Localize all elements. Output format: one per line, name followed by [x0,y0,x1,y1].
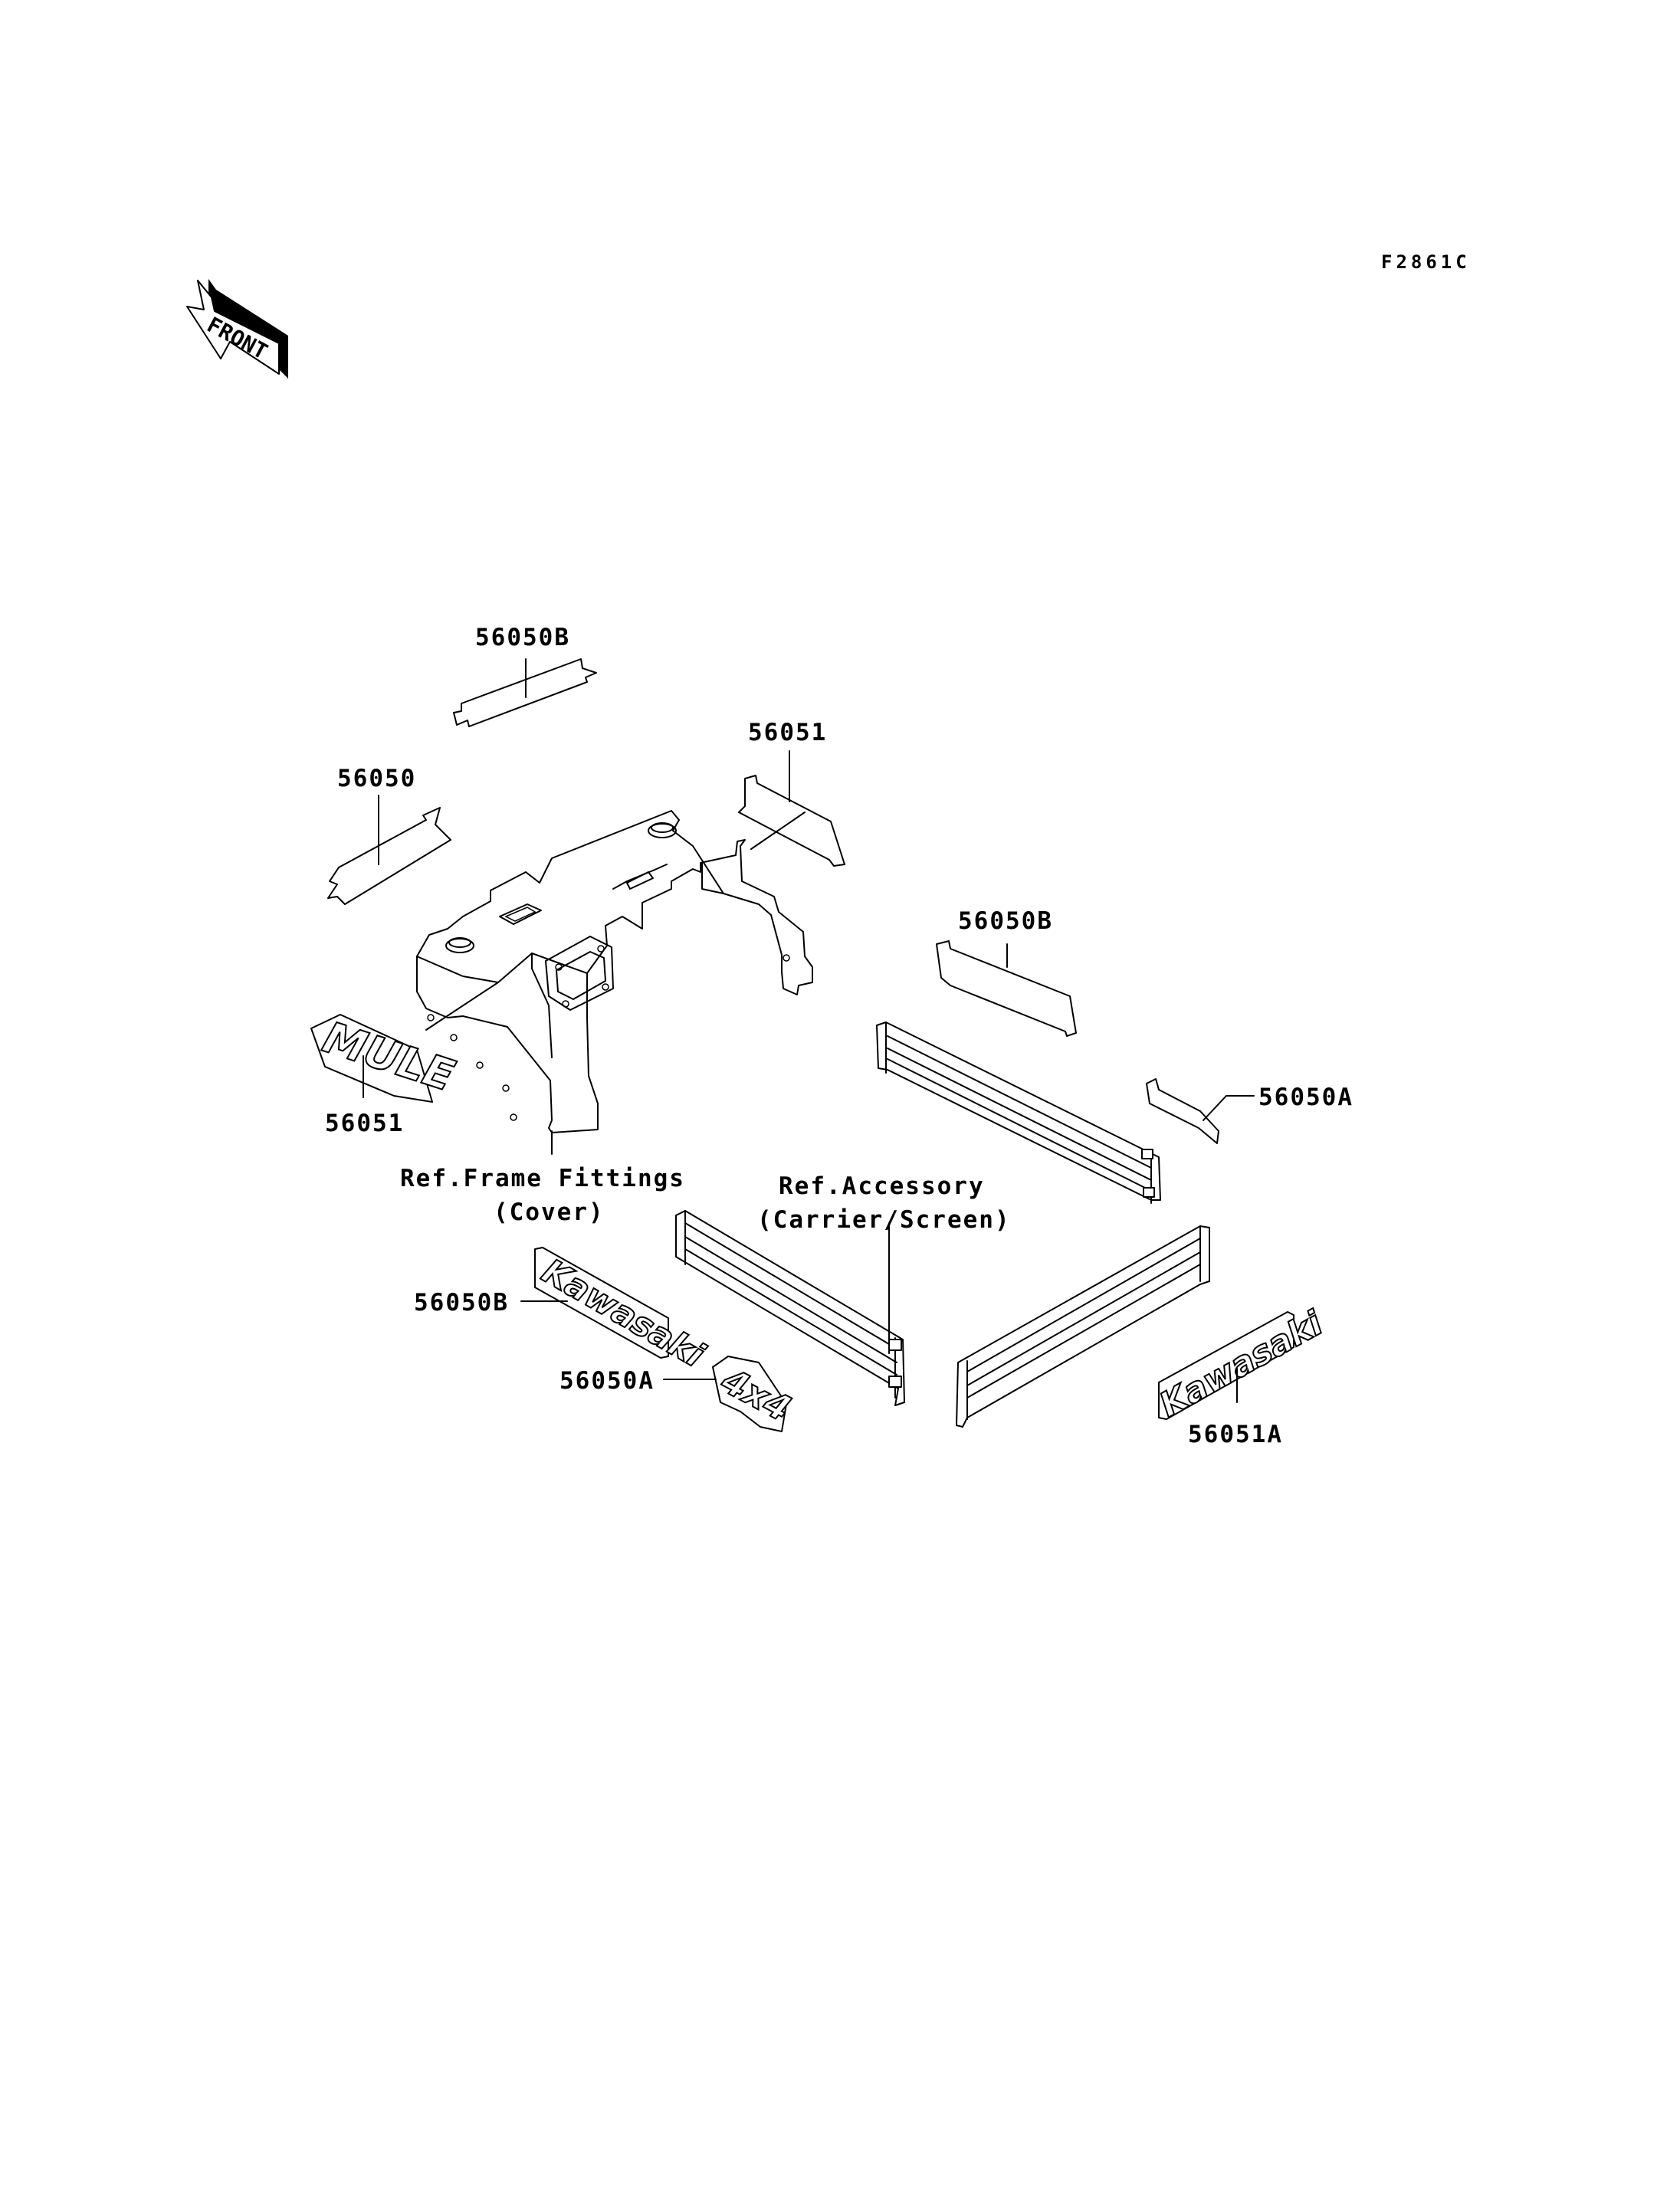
callout-56051-top: 56051 [748,719,827,746]
decal-56050b-right: 56050B [936,907,1077,1037]
callout-56050: 56050 [337,765,416,792]
callout-56050a-left: 56050A [559,1367,655,1395]
mule-emblem: MULE 56051 [310,1012,461,1137]
screen-panel-rear: Ref.Accessory (Carrier/Screen) [675,1172,1011,1406]
screen-panel-side-right [956,1225,1210,1428]
decal-56050a-right: 56050A [1146,1078,1354,1144]
kawasaki-emblem-right: Kawasaki 56051A [1153,1303,1331,1448]
ref-accessory-line2: (Carrier/Screen) [757,1206,1011,1234]
kawasaki-emblem-left: Kawasaki 56050B [414,1247,712,1376]
cab-cover: Ref.Frame Fittings (Cover) [400,810,813,1226]
kawasaki-left-logo-text: Kawasaki [536,1251,711,1376]
ref-frame-line1: Ref.Frame Fittings [400,1165,685,1192]
kawasaki-right-logo-text: Kawasaki [1153,1303,1330,1425]
callout-56051a: 56051A [1188,1421,1283,1448]
figure-code: F2861C [1381,251,1471,273]
ref-frame-line2: (Cover) [494,1199,605,1226]
screen-panel-front-right [876,1021,1161,1204]
callout-56051-left: 56051 [325,1110,404,1137]
decal-56050b-top: 56050B [453,624,597,727]
callout-56050b-right: 56050B [958,907,1053,935]
front-arrow-icon: FRONT [186,279,288,379]
callout-56050b-top: 56050B [475,624,570,651]
decal-56050: 56050 [327,765,451,905]
ref-accessory-line1: Ref.Accessory [779,1172,985,1200]
callout-56050b-left: 56050B [414,1289,509,1317]
decal-56051-top: 56051 [738,719,845,867]
callout-56050a-right: 56050A [1258,1084,1354,1111]
